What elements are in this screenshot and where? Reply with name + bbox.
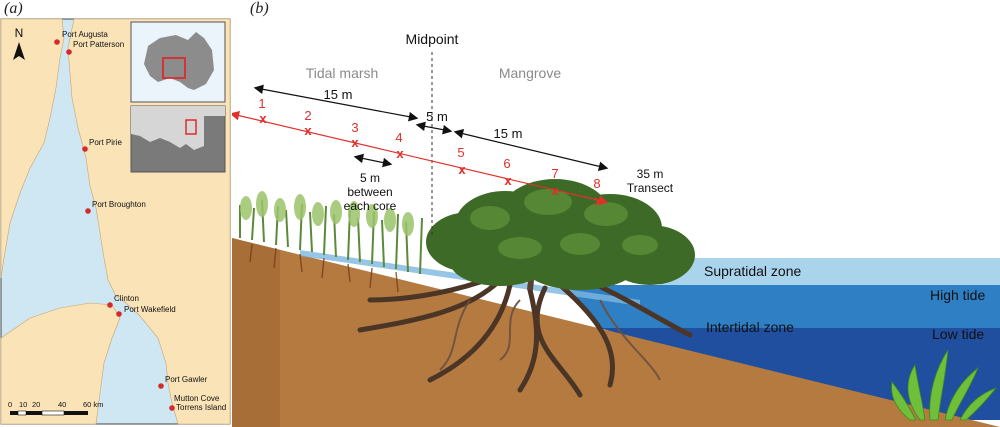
core-number-2: 2 — [304, 108, 311, 123]
core-marker-5: x — [458, 162, 466, 177]
core-marker-1: x — [259, 111, 267, 126]
mangrove-label: Mangrove — [499, 65, 561, 81]
scale-tick-label: 20 — [32, 400, 40, 409]
transect-length-label: 35 m — [637, 167, 664, 181]
place-label: Mutton Cove — [174, 394, 220, 403]
transect-diagram: Midpoint Tidal marsh Mangrove 15 m 5 m 1… — [232, 31, 1000, 427]
seagrass — [891, 349, 998, 421]
site-marker — [158, 383, 164, 389]
north-arrow-icon: N — [13, 26, 25, 60]
transect-label: Transect — [627, 181, 674, 195]
soil — [232, 238, 1000, 427]
land-west — [0, 18, 65, 279]
core-marker-4: x — [396, 146, 404, 161]
core-number-3: 3 — [351, 120, 358, 135]
site-marker — [66, 49, 72, 55]
tidal-marsh-label: Tidal marsh — [306, 65, 379, 81]
place-label: Port Wakefield — [124, 305, 176, 314]
core-marker-2: x — [304, 123, 312, 138]
place-label: Port Gawler — [165, 375, 208, 384]
high-tide-label: High tide — [930, 287, 985, 303]
marsh-span-label: 15 m — [324, 87, 353, 102]
high-tide-zone — [560, 285, 1000, 328]
site-markers — [54, 39, 175, 411]
mid-gap-arrow — [415, 121, 453, 135]
intertidal-label: Intertidal zone — [706, 319, 794, 335]
mangrove-span-arrow — [453, 129, 609, 171]
scale-tick-label: 60 km — [83, 400, 103, 409]
core-number-6: 6 — [503, 156, 510, 171]
low-tide-label: Low tide — [932, 326, 984, 342]
core-marker-6: x — [504, 173, 512, 188]
site-marker — [107, 302, 113, 308]
core-marker-8: x — [594, 193, 602, 208]
place-label: Port Augusta — [62, 30, 108, 39]
place-label: Port Pirie — [89, 138, 122, 147]
map-panel: N Port Augusta Port Patterson Port Pirie… — [0, 18, 231, 425]
core-number-8: 8 — [593, 176, 600, 191]
scale-tick-label: 0 — [8, 400, 12, 409]
site-marker — [116, 311, 122, 317]
core-gap-label: each core — [344, 199, 397, 213]
core-gap-label: 5 m — [360, 171, 380, 185]
midpoint-label: Midpoint — [406, 31, 459, 47]
core-number-5: 5 — [457, 145, 464, 160]
scale-bar: 0 10 20 40 60 km — [8, 400, 103, 416]
mangrove-span-label: 15 m — [494, 126, 523, 141]
scale-tick-label: 10 — [19, 400, 27, 409]
site-marker — [82, 146, 88, 152]
place-label: Torrens Island — [176, 403, 226, 412]
transect-line — [232, 110, 609, 206]
mid-gap-label: 5 m — [426, 109, 448, 124]
inset-south-australia — [130, 105, 226, 173]
supratidal-zone — [640, 258, 1000, 285]
place-label: Clinton — [114, 294, 139, 303]
core-marker-7: x — [551, 183, 559, 198]
place-label: Port Patterson — [73, 40, 124, 49]
core-marker-3: x — [351, 135, 359, 150]
panel-label-a: (a) — [4, 0, 23, 17]
supratidal-label: Supratidal zone — [704, 263, 802, 279]
north-label: N — [15, 26, 24, 40]
core-gap-label: between — [347, 185, 392, 199]
site-marker — [169, 405, 175, 411]
core-number-4: 4 — [395, 130, 402, 145]
site-marker — [85, 208, 91, 214]
site-marker — [54, 39, 60, 45]
scale-tick-label: 40 — [58, 400, 66, 409]
core-number-1: 1 — [258, 96, 265, 111]
panel-label-b: (b) — [250, 0, 269, 17]
place-label: Port Broughton — [92, 200, 146, 209]
core-number-7: 7 — [551, 166, 558, 181]
inset-australia — [130, 21, 226, 103]
land-yorke — [0, 302, 121, 425]
core-gap-arrow — [353, 153, 393, 168]
